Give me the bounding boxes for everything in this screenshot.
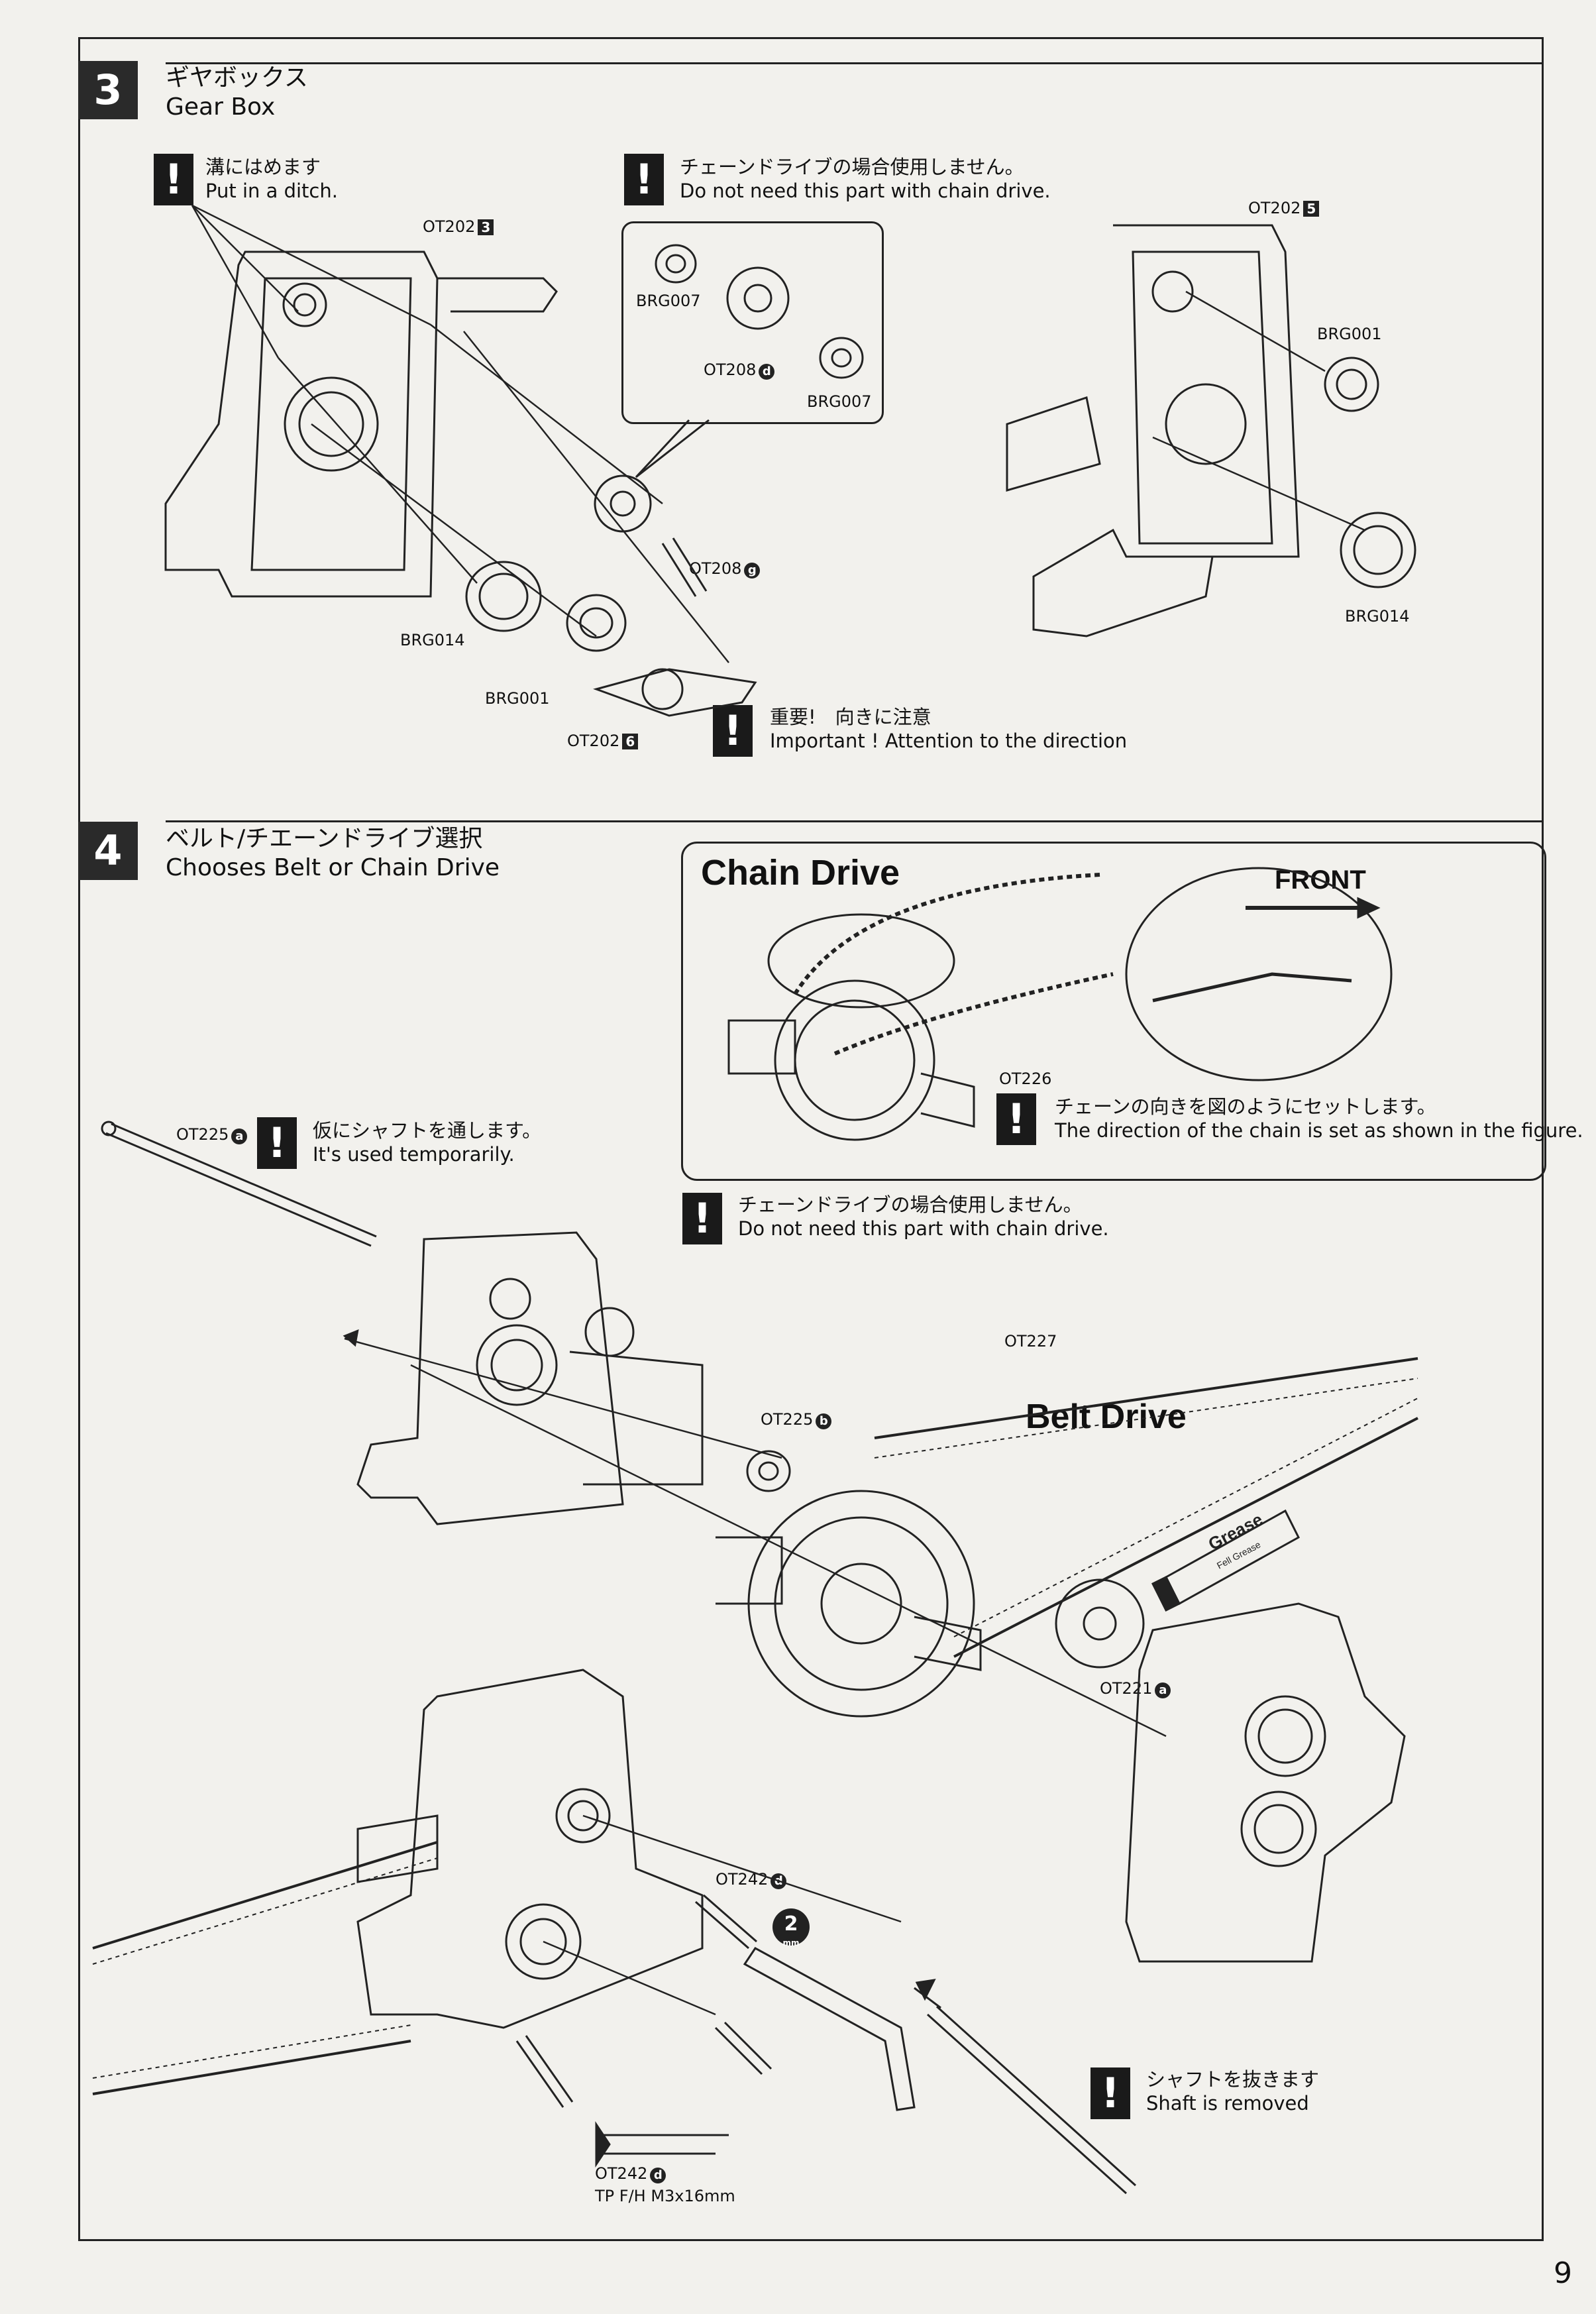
note-temporary-shaft: 仮にシャフトを通します。 It's used temporarily. [313,1119,541,1166]
part-label-brg007: BRG007 [636,292,701,310]
note-chain-unused-ja: チェーンドライブの場合使用しません。 [680,156,1024,178]
step-3-title-en: Gear Box [166,93,276,121]
callout-parts [635,244,864,478]
step-3-title-ja: ギヤボックス [166,64,308,91]
note-chain-direction-en: The direction of the chain is set as sho… [1055,1119,1583,1142]
note-temporary-shaft-en: It's used temporarily. [313,1143,515,1166]
note-chain-unused-en: Do not need this part with chain drive. [680,180,1051,202]
gearbox-housing-step4 [356,1231,704,1525]
step-3-title: ギヤボックス Gear Box [166,64,308,122]
belt-ot227 [92,1357,1418,2095]
step-4-title: ベルト/チエーンドライブ選択 Chooses Belt or Chain Dri… [166,824,500,883]
note-ditch: 溝にはめます Put in a ditch. [205,155,338,203]
gearbox-housing-right-step4 [1125,1602,1406,1963]
part-label-ot227: OT227 [1004,1332,1057,1350]
bearing-brg001-right [1324,357,1379,412]
gearbox-housing-ot202-3 [164,250,558,598]
grease-tube: Grease Fell Grease [1151,1509,1300,1612]
warning-icon: ! [624,154,664,205]
note-shaft-removed-ja: シャフトを抜きます [1146,2068,1320,2091]
shaft-ot225-a [101,1121,377,1247]
note-chain-unused-ja: チェーンドライブの場合使用しません。 [738,1193,1083,1216]
warning-icon: ! [996,1093,1036,1145]
warning-icon: ! [682,1193,722,1244]
part-label-brg001: BRG001 [1317,325,1382,343]
step-4-number: 4 [78,822,138,880]
spacer-ot202-6 [593,668,757,717]
note-temporary-shaft-ja: 仮にシャフトを通します。 [313,1119,542,1142]
warning-icon: ! [154,154,193,205]
note-chain-unused-en: Do not need this part with chain drive. [738,1217,1109,1240]
note-important: 重要! 向きに注意 Important ! Attention to the d… [770,705,1127,753]
gearbox-housing-ot202-5 [1006,224,1300,637]
chain-drive-illustration [727,867,1393,1141]
screw-ot242 [515,1894,772,2168]
note-important-ja: 重要! 向きに注意 [770,706,931,728]
bearing-brg014-right [1340,512,1416,588]
note-chain-direction-ja: チェーンの向きを図のようにセットします。 [1055,1095,1436,1118]
step-4-title-en: Chooses Belt or Chain Drive [166,854,500,881]
chain-drive-title: Chain Drive [701,853,900,893]
screw-spec: TP F/H M3x16mm [595,2187,735,2205]
note-ditch-en: Put in a ditch. [205,180,338,202]
warning-icon: ! [713,705,753,757]
step-3-rule [166,62,1544,64]
pinion-gear-ot208 [594,474,652,533]
pulley-ot221 [1055,1578,1145,1669]
hex-wrench [743,1947,916,2111]
spacer-ot225-b [746,1450,791,1492]
part-label-brg014: BRG014 [1345,607,1410,626]
shaft-removed [914,1979,1137,2195]
note-shaft-removed: シャフトを抜きます Shaft is removed [1146,2067,1319,2115]
part-label-brg001: BRG001 [485,689,550,708]
direction-arrows [343,1329,1167,2016]
note-shaft-removed-en: Shaft is removed [1146,2092,1309,2115]
bearing-brg001 [566,594,627,652]
page-frame [78,37,1544,2241]
note-important-en: Important ! Attention to the direction [770,730,1128,752]
chain-drive-callout [681,842,1546,1181]
part-label-brg007: BRG007 [807,392,872,411]
warning-icon: ! [1091,2067,1130,2119]
step-4-rule [166,820,1544,822]
step-3-number: 3 [78,61,138,119]
differential-gear [716,1490,982,1718]
gearbox-housing-lower [356,1669,704,2029]
shaft-ot208-g [661,537,708,597]
note-ditch-ja: 溝にはめます [205,156,321,178]
pinion-callout [621,221,884,424]
page-number: 9 [1554,2256,1572,2290]
note-chain-unused: チェーンドライブの場合使用しません。 Do not need this part… [738,1193,1109,1240]
assembly-guide-lines [191,204,1365,663]
part-label-ot226: OT226 [999,1070,1052,1088]
note-chain-unused: チェーンドライブの場合使用しません。 Do not need this part… [680,155,1051,203]
step-4-title-ja: ベルト/チエーンドライブ選択 [166,825,483,852]
note-chain-direction: チェーンの向きを図のようにセットします。 The direction of th… [1055,1095,1583,1142]
bearing-brg014 [465,561,542,632]
warning-icon: ! [257,1117,297,1169]
part-label-brg014: BRG014 [400,631,465,649]
